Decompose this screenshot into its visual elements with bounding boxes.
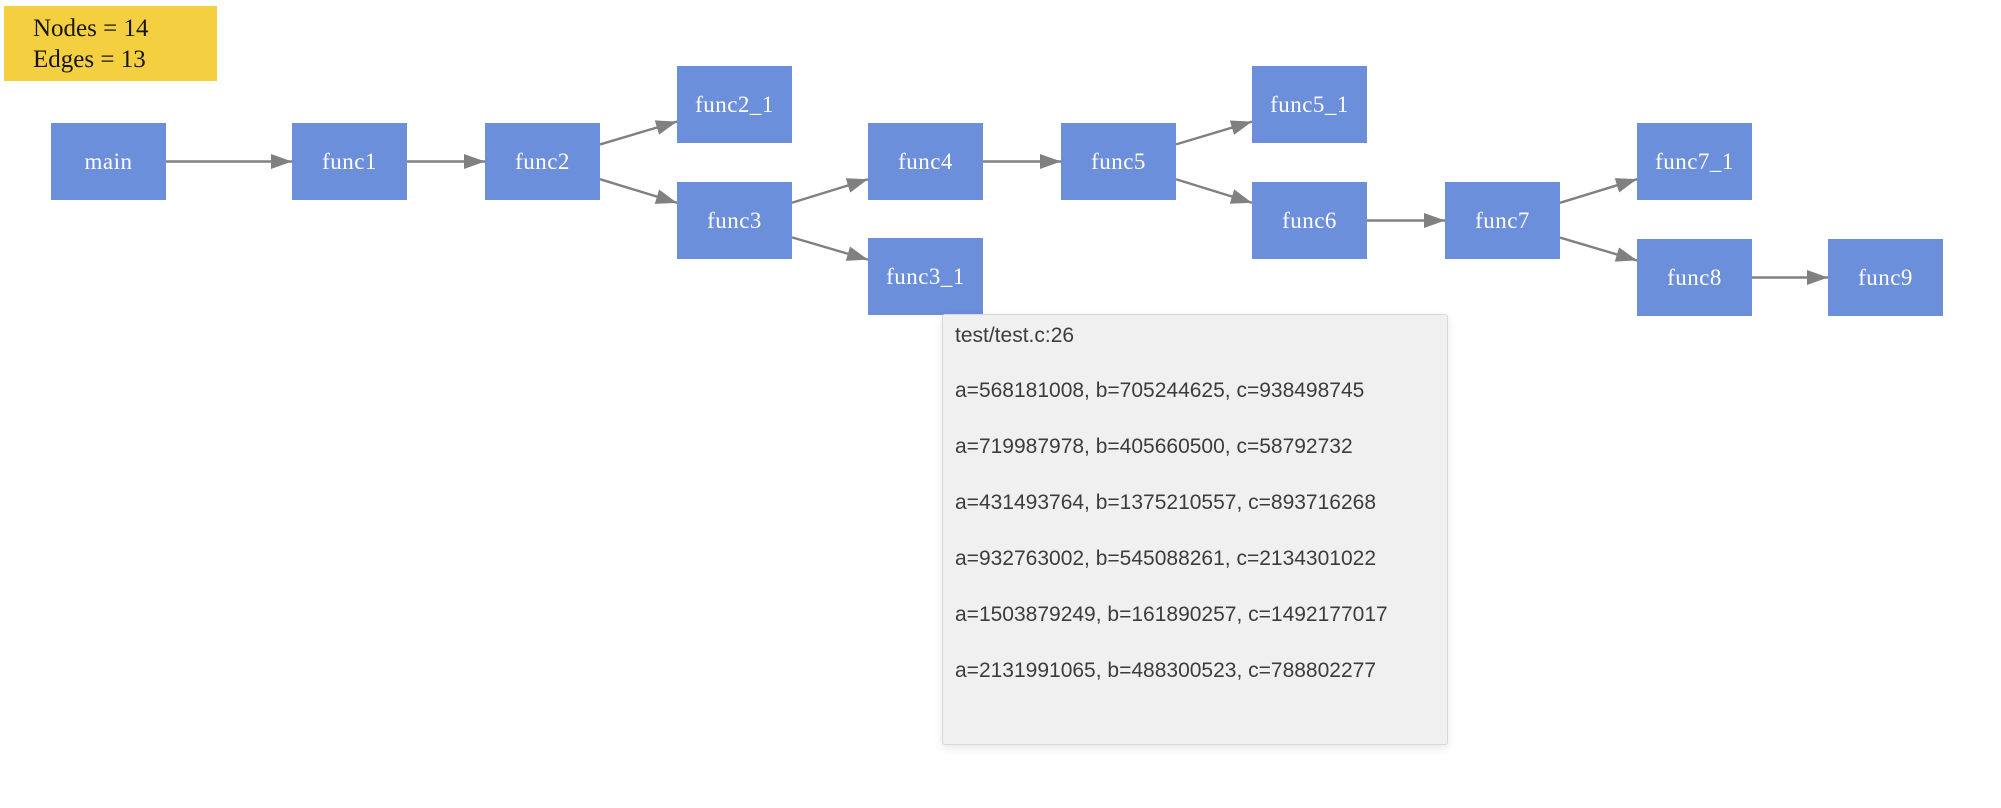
edge-func3-to-func4 bbox=[791, 178, 869, 204]
graph-stats-badge: Nodes = 14 Edges = 13 bbox=[4, 6, 217, 81]
graph-node-func2_1[interactable]: func2_1 bbox=[677, 66, 792, 143]
edge-func5-to-func6 bbox=[1175, 178, 1253, 204]
graph-node-func9[interactable]: func9 bbox=[1828, 239, 1943, 316]
node-label: func3_1 bbox=[886, 263, 965, 289]
graph-node-func6[interactable]: func6 bbox=[1252, 182, 1367, 259]
graph-node-func1[interactable]: func1 bbox=[292, 123, 407, 200]
node-label: func3 bbox=[707, 207, 762, 233]
graph-node-func2[interactable]: func2 bbox=[485, 123, 600, 200]
graph-node-func8[interactable]: func8 bbox=[1637, 239, 1752, 316]
node-label: func2 bbox=[515, 148, 570, 174]
edge-func2-to-func3 bbox=[599, 178, 678, 204]
node-label: func9 bbox=[1858, 264, 1913, 290]
node-label: func5_1 bbox=[1270, 91, 1349, 117]
edges-count-label: Edges = 13 bbox=[33, 46, 146, 73]
tooltip-source-location: test/test.c:26 bbox=[955, 324, 1075, 347]
node-label: func5 bbox=[1091, 148, 1146, 174]
edge-func7-to-func8 bbox=[1559, 236, 1638, 262]
node-label: func2_1 bbox=[695, 91, 774, 117]
edge-func7-to-func7_1 bbox=[1559, 178, 1638, 204]
edge-func5-to-func5_1 bbox=[1175, 120, 1253, 146]
node-label: func6 bbox=[1282, 207, 1337, 233]
tooltip-value-line-6: a=2131991065, b=488300523, c=788802277 bbox=[955, 659, 1377, 682]
graph-node-func7[interactable]: func7 bbox=[1445, 182, 1560, 259]
tooltip-value-line-2: a=719987978, b=405660500, c=58792732 bbox=[955, 435, 1353, 458]
node-tooltip: test/test.c:26 a=568181008, b=705244625,… bbox=[942, 314, 1448, 745]
edge-func2-to-func2_1 bbox=[599, 120, 678, 146]
graph-node-func3[interactable]: func3 bbox=[677, 182, 792, 259]
graph-node-func5[interactable]: func5 bbox=[1061, 123, 1176, 200]
tooltip-value-line-1: a=568181008, b=705244625, c=938498745 bbox=[955, 379, 1365, 402]
node-label: func4 bbox=[898, 148, 953, 174]
graph-node-func4[interactable]: func4 bbox=[868, 123, 983, 200]
tooltip-value-line-4: a=932763002, b=545088261, c=2134301022 bbox=[955, 547, 1377, 570]
node-label: func8 bbox=[1667, 264, 1722, 290]
graph-node-func5_1[interactable]: func5_1 bbox=[1252, 66, 1367, 143]
node-label: func7 bbox=[1475, 207, 1530, 233]
node-label: main bbox=[84, 148, 133, 174]
graph-node-main[interactable]: main bbox=[51, 123, 166, 200]
tooltip-value-line-3: a=431493764, b=1375210557, c=893716268 bbox=[955, 491, 1377, 514]
edge-func3-to-func3_1 bbox=[791, 236, 869, 261]
graph-node-func7_1[interactable]: func7_1 bbox=[1637, 123, 1752, 200]
node-label: func7_1 bbox=[1655, 148, 1734, 174]
node-label: func1 bbox=[322, 148, 377, 174]
graph-node-func3_1[interactable]: func3_1 bbox=[868, 238, 983, 315]
tooltip-value-line-5: a=1503879249, b=161890257, c=1492177017 bbox=[955, 603, 1388, 626]
tooltip-values-list: a=568181008, b=705244625, c=938498745 a=7… bbox=[955, 380, 1435, 682]
nodes-count-label: Nodes = 14 bbox=[33, 15, 149, 42]
